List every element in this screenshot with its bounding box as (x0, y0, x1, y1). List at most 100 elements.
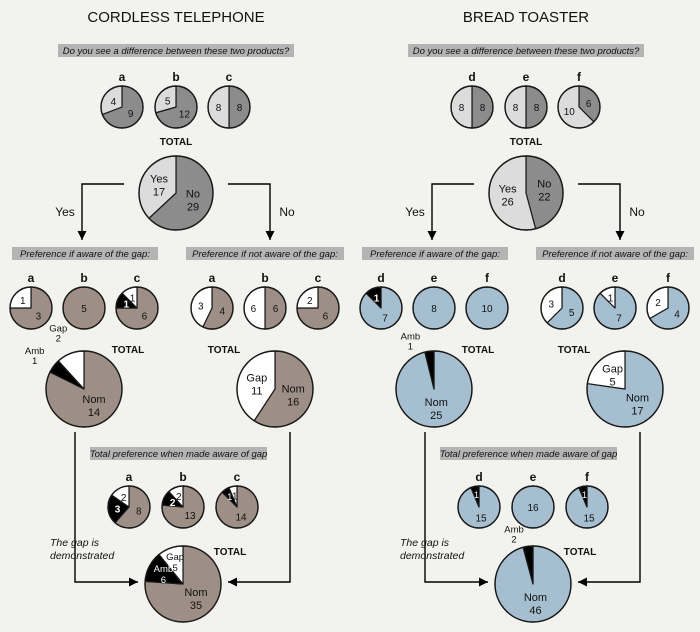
slice-category: Yes (499, 183, 517, 195)
slice-value: 12 (179, 109, 191, 120)
amb-value: 1 (32, 356, 37, 367)
arrow-head (615, 231, 625, 240)
aware-banner: Preference if aware of the gap: (12, 247, 158, 260)
slice-value: 8 (513, 103, 519, 114)
aware-pie-f: 10 (465, 286, 509, 330)
banner-text: Preference if not aware of the gap: (192, 249, 338, 260)
amb-label: Amb (401, 331, 421, 342)
slice-value: 10 (481, 304, 493, 315)
total-preference-banner: Total preference when made aware of gap (90, 447, 268, 460)
slice-value: 8 (534, 103, 540, 114)
pie-outline (115, 286, 159, 330)
aware-pie-d: 71 (359, 286, 403, 330)
aware-pie-e: 8 (412, 286, 456, 330)
pie-outline (215, 485, 259, 529)
slice-value: 8 (431, 304, 437, 315)
product-label: c (226, 70, 233, 84)
slice-value: 46 (529, 605, 541, 617)
slice-value: 6 (142, 311, 148, 322)
no-branch-label: No (279, 205, 295, 219)
banner-text: Do you see a difference between these tw… (63, 46, 290, 57)
slice-value: 1 (232, 492, 238, 503)
arrow-head (77, 231, 87, 240)
aware-pie-a: 31 (9, 286, 53, 330)
amb-value: 1 (408, 341, 413, 352)
slice-value: 9 (128, 109, 134, 120)
slice-value: 26 (502, 196, 514, 208)
slice-value: 16 (527, 503, 539, 514)
product-label: c (134, 271, 141, 285)
slice-value: 3 (36, 311, 42, 322)
aware-pie-c: 611 (115, 286, 159, 330)
pie-outline (395, 350, 473, 428)
pie-outline (154, 85, 198, 129)
arrow-line (74, 432, 138, 583)
difference-pie-b: 125 (154, 85, 198, 129)
product-label: b (261, 271, 268, 285)
difference-pie-f: 610 (557, 85, 601, 129)
slice-value: 15 (583, 513, 595, 524)
demonstrated-label: demonstrated (400, 550, 465, 562)
pie-outline (296, 286, 340, 330)
product-label: d (475, 470, 482, 484)
pie-outline (557, 85, 601, 129)
pie-outline (511, 485, 555, 529)
total-label: TOTAL (564, 547, 596, 558)
amb-label: Amb (504, 524, 524, 535)
slice-value: 14 (88, 407, 100, 419)
gap-label: Gap (166, 552, 184, 563)
slice-value: 2 (170, 498, 176, 509)
slice-value: 2 (176, 492, 182, 503)
product-label: d (558, 271, 565, 285)
product-label: d (468, 70, 475, 84)
no-branch-arrow (228, 183, 275, 240)
product-label: a (126, 470, 133, 484)
slice-value: 22 (538, 192, 550, 204)
no-branch-label: No (629, 205, 645, 219)
slice-value: 5 (569, 308, 575, 319)
yes-branch-arrow (77, 183, 124, 240)
arrow-line (578, 183, 621, 240)
product-label: c (234, 470, 241, 484)
pie-outline (646, 286, 690, 330)
product-label: b (80, 271, 87, 285)
slice-value: 4 (674, 309, 680, 320)
total-label: TOTAL (558, 345, 590, 356)
gap-label: Gap (49, 324, 67, 335)
not-aware-pie-c: 62 (296, 286, 340, 330)
final-pie-f: 151 (565, 485, 609, 529)
gap-value: 2 (56, 334, 61, 345)
pie-outline (457, 485, 501, 529)
demonstration-arrow-right (578, 432, 641, 587)
arrow-head (129, 577, 138, 587)
slice-value: 4 (219, 306, 225, 317)
banner-text: Total preference when made aware of gap (90, 449, 268, 460)
slice-category: Nom (524, 592, 547, 604)
pie-outline (161, 485, 205, 529)
product-label: f (577, 70, 582, 84)
slice-value: 5 (81, 304, 87, 315)
slice-value: 6 (251, 304, 257, 315)
pie-outline (412, 286, 456, 330)
total-label: TOTAL (510, 137, 542, 148)
pie-outline (586, 350, 664, 428)
slice-value: 8 (480, 103, 486, 114)
banner-background (186, 247, 344, 260)
product-label: a (209, 271, 216, 285)
slice-category: Nom (425, 397, 448, 409)
pie-outline (138, 155, 214, 231)
demonstration-arrow-left (74, 432, 138, 587)
slice-category: No (186, 188, 200, 200)
aware-pie-b: 5 (62, 286, 106, 330)
banner-background (536, 247, 694, 260)
pie-outline (593, 286, 637, 330)
slice-value: 3 (198, 301, 204, 312)
arrow-line (431, 183, 474, 240)
not-aware-pie-f: 42 (646, 286, 690, 330)
difference-pie-c: 88 (207, 85, 251, 129)
slice-value: 8 (459, 103, 465, 114)
